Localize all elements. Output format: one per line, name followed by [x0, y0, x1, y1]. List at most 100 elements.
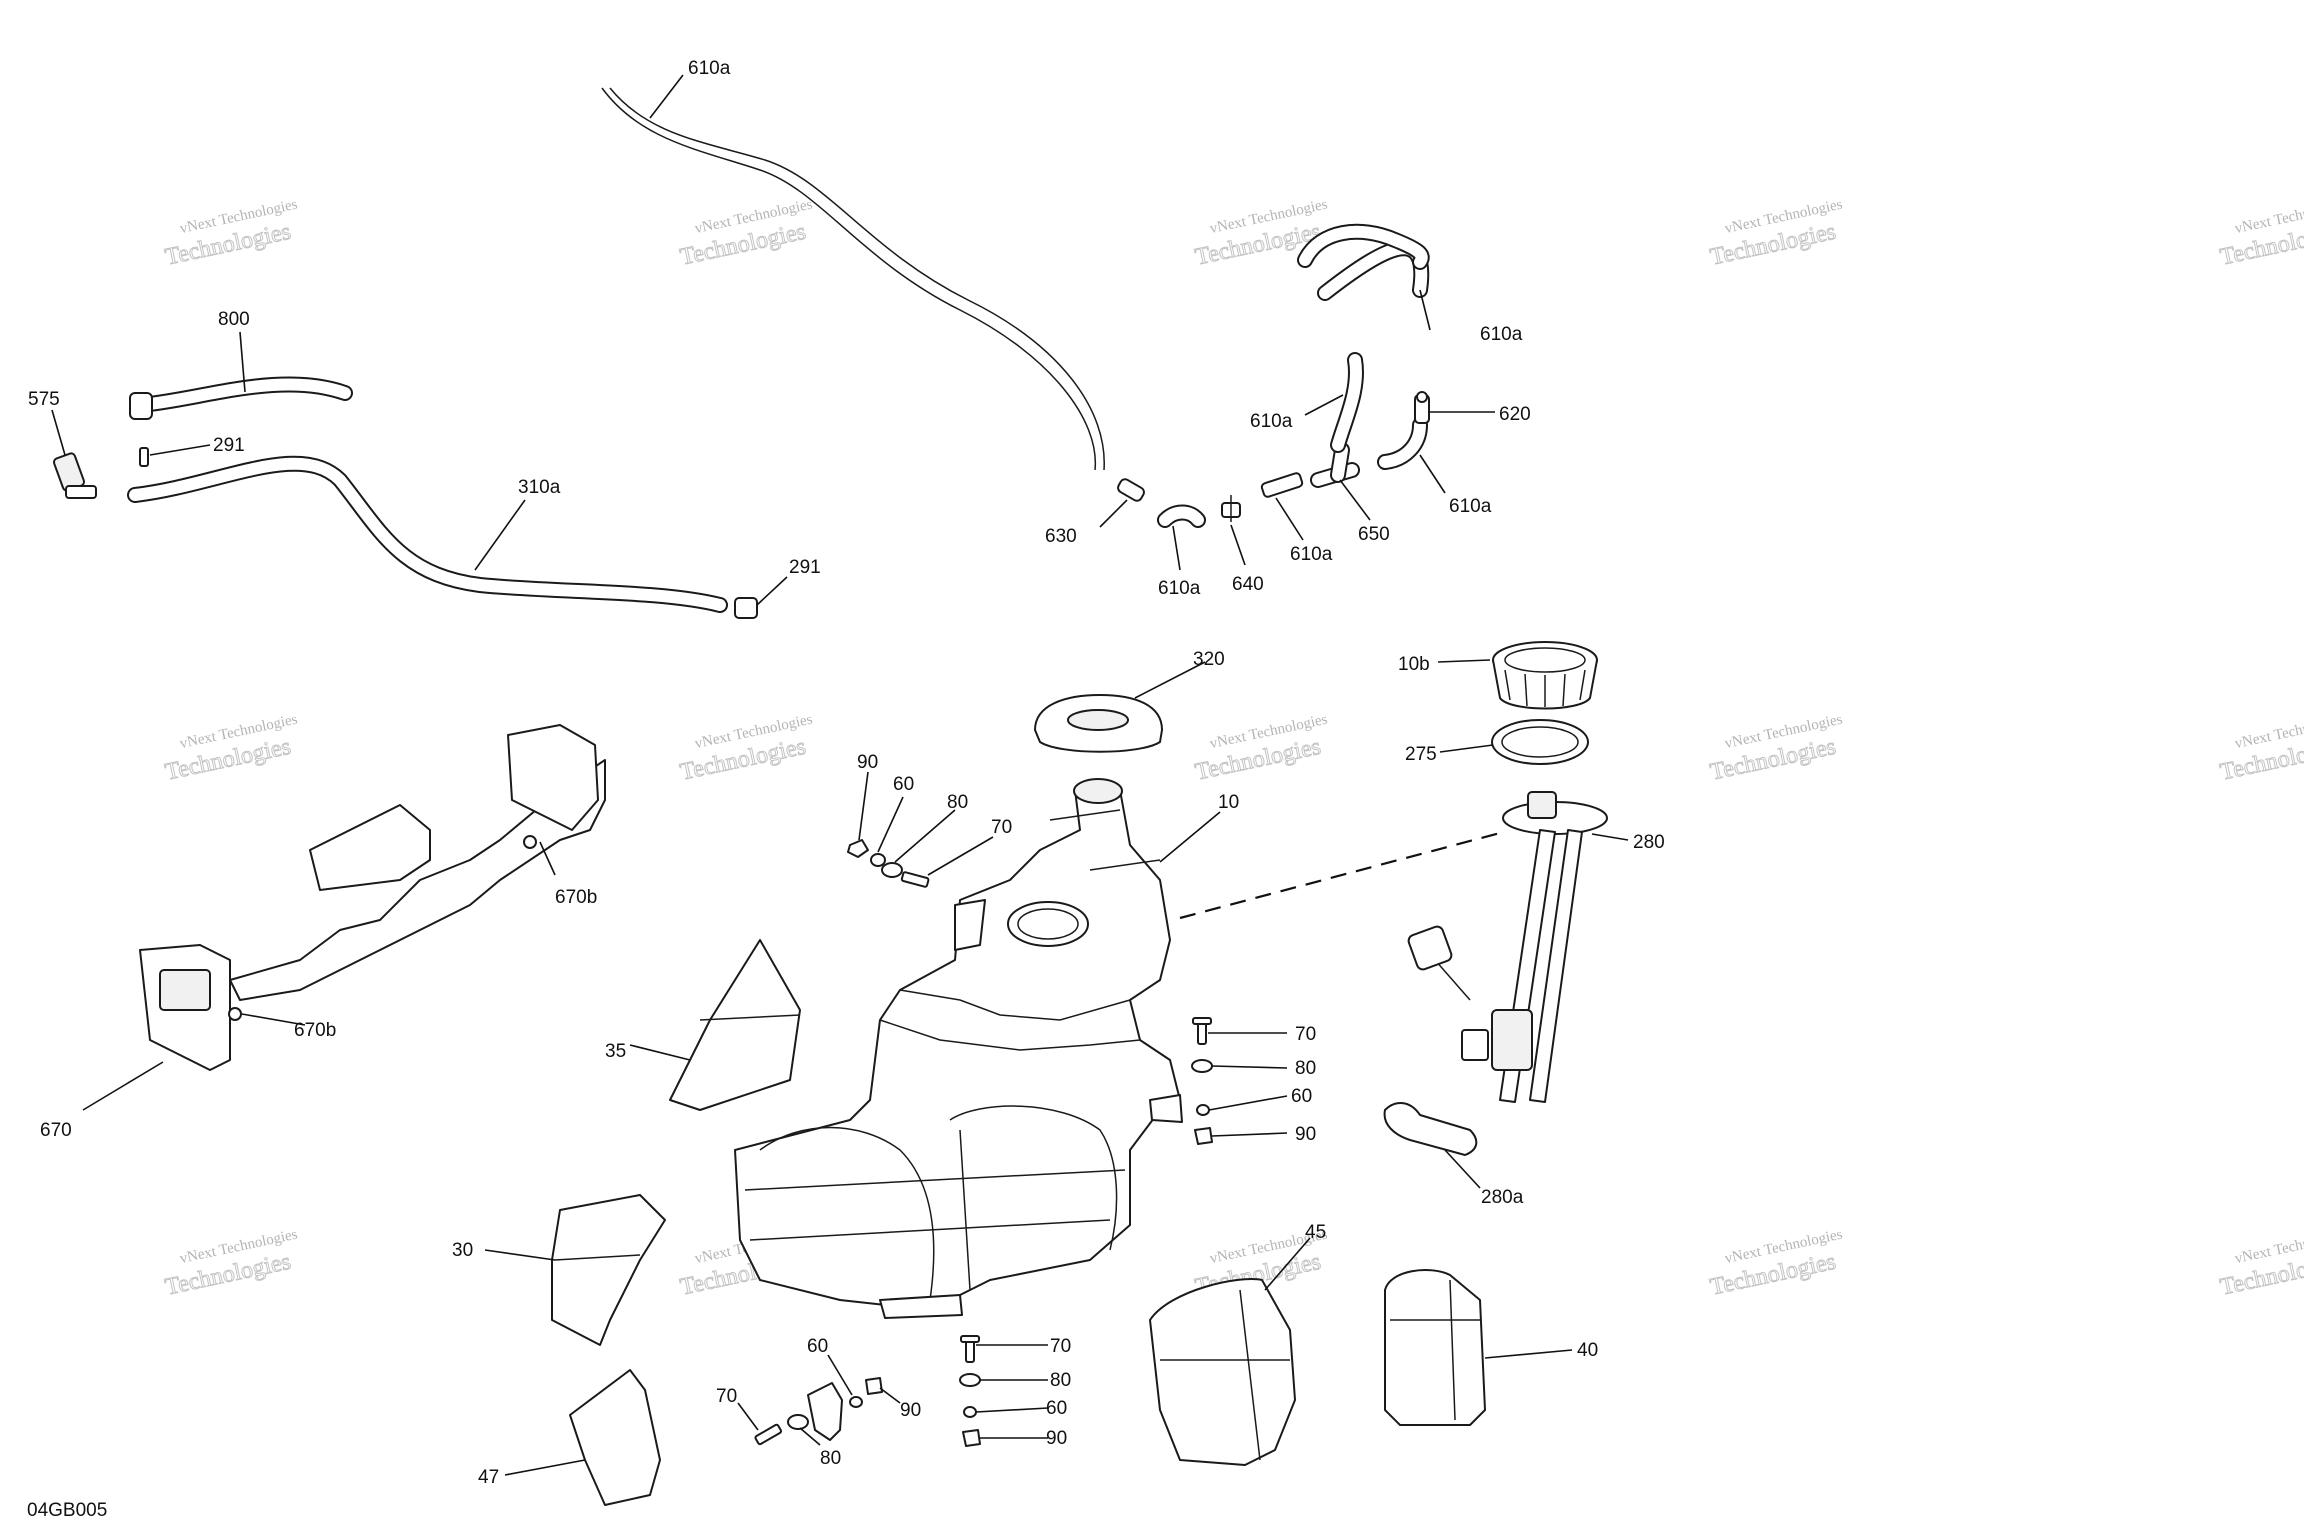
callout-label: 650 [1358, 524, 1390, 545]
callout-label: 45 [1305, 1222, 1326, 1243]
diagram-code: 04GB005 [27, 1500, 107, 1521]
hose-800-end-fitting [129, 392, 153, 420]
callout-labels: 610a 800 575 291 310a 291 610a 610a 620 … [28, 58, 1665, 1488]
callout-label: 10b [1398, 654, 1430, 675]
callout-label: 90 [857, 752, 878, 773]
washer-80 [787, 1414, 809, 1430]
fuel-tank-10 [734, 778, 1183, 1319]
callout-label: 670b [294, 1020, 336, 1041]
callout-label: 90 [1295, 1124, 1316, 1145]
callout-label: 610a [688, 58, 731, 79]
callout-label: 280 [1633, 832, 1665, 853]
elbow-610a [1330, 352, 1364, 453]
tube-610a-small [1157, 504, 1206, 528]
callout-label: 280a [1481, 1187, 1524, 1208]
callout-label: 70 [1050, 1336, 1071, 1357]
clamp-291-a [139, 447, 149, 467]
fasteners-right-group [1191, 1017, 1213, 1145]
callout-label: 40 [1577, 1340, 1598, 1361]
callout-label: 80 [820, 1448, 841, 1469]
spacer-60 [963, 1406, 977, 1418]
callout-label: 610a [1480, 324, 1523, 345]
callout-label: 630 [1045, 526, 1077, 547]
callout-label: 90 [1046, 1428, 1067, 1449]
callout-label: 620 [1499, 404, 1531, 425]
callout-label: 90 [900, 1400, 921, 1421]
watermark: vNext Technologies Technologies [162, 712, 299, 787]
callout-label: 670b [555, 887, 597, 908]
bracket-670 [139, 724, 606, 1071]
watermark: vNext Technologies Technologies [1192, 712, 1329, 787]
callout-label: 640 [1232, 574, 1264, 595]
fuel-filter-280a [1383, 1102, 1478, 1156]
bolt-70 [754, 1423, 783, 1446]
gasket-275 [1491, 719, 1589, 765]
fitting-575 [52, 452, 97, 499]
connector-640 [1221, 495, 1241, 522]
watermark: vNext Technologies Technologies [162, 197, 299, 272]
watermark: vNext Technologies Technologies [1707, 1227, 1844, 1302]
watermark: vNext Technologies Technologies [2217, 1227, 2304, 1302]
callout-label: 70 [1295, 1024, 1316, 1045]
cover-45 [1149, 1278, 1296, 1466]
hose-800 [129, 376, 353, 420]
vent-hose-610a-loop [1297, 223, 1430, 301]
watermark: vNext Technologies Technologies [1707, 712, 1844, 787]
watermark: vNext Technologies Technologies [1707, 197, 1844, 272]
callout-label: 670 [40, 1120, 72, 1141]
callout-label: 35 [605, 1041, 626, 1062]
bracket-clip [807, 1382, 843, 1441]
callout-label: 610a [1158, 578, 1201, 599]
callout-label: 70 [991, 817, 1012, 838]
callout-label: 80 [1050, 1370, 1071, 1391]
nut-90 [865, 1377, 883, 1395]
nut-90 [1194, 1127, 1213, 1145]
spacer-60 [849, 1396, 863, 1408]
shield-47 [569, 1369, 661, 1506]
heat-shield-35 [669, 939, 801, 1111]
watermark: vNext Technologies Technologies [677, 197, 814, 272]
clamp-291-b [734, 597, 758, 619]
tee-650 [1310, 442, 1360, 488]
washer-80 [1191, 1059, 1213, 1073]
callout-label: 70 [716, 1386, 737, 1407]
shield-30 [551, 1194, 666, 1346]
callout-label: 610a [1250, 411, 1293, 432]
callout-label: 60 [893, 774, 914, 795]
leader-lines [51, 74, 1629, 1476]
check-valve-630 [1117, 478, 1145, 502]
callout-label: 291 [789, 557, 821, 578]
watermark: vNext Technologies Technologies [2217, 712, 2304, 787]
nut-90 [847, 839, 869, 858]
fasteners-bottom-center [959, 1335, 981, 1447]
hose-310a [127, 455, 728, 613]
washer-80 [881, 862, 903, 878]
callout-label: 80 [1295, 1058, 1316, 1079]
spacer-60 [1196, 1104, 1210, 1116]
callout-label: 310a [518, 477, 561, 498]
callout-label: 30 [452, 1240, 473, 1261]
fasteners-bottom-left [754, 1377, 883, 1446]
retaining-ring-10b [1492, 641, 1598, 710]
spacer-60 [870, 853, 886, 867]
callout-label: 610a [1449, 496, 1492, 517]
callout-label: 291 [213, 435, 245, 456]
watermark: vNext Technologies Technologies [677, 712, 814, 787]
washer-80 [959, 1373, 981, 1387]
callout-label: 610a [1290, 544, 1333, 565]
callout-label: 60 [1291, 1086, 1312, 1107]
tube-610a-straight [1260, 472, 1304, 498]
elbow-610a-right [1377, 417, 1428, 470]
callout-label: 60 [807, 1336, 828, 1357]
watermark: vNext Technologies Technologies [162, 1227, 299, 1302]
fasteners-top-group [847, 839, 930, 888]
bolt-70 [900, 871, 930, 888]
vent-hose-610a-long [601, 87, 1105, 471]
cover-40 [1384, 1269, 1486, 1426]
callout-label: 47 [478, 1467, 499, 1488]
callout-label: 275 [1405, 744, 1437, 765]
assembly-dashed-line [1179, 831, 1501, 920]
watermark: vNext Technologies Technologies [2217, 197, 2304, 272]
nut-90 [962, 1429, 981, 1447]
fitting-620 [1414, 391, 1430, 424]
